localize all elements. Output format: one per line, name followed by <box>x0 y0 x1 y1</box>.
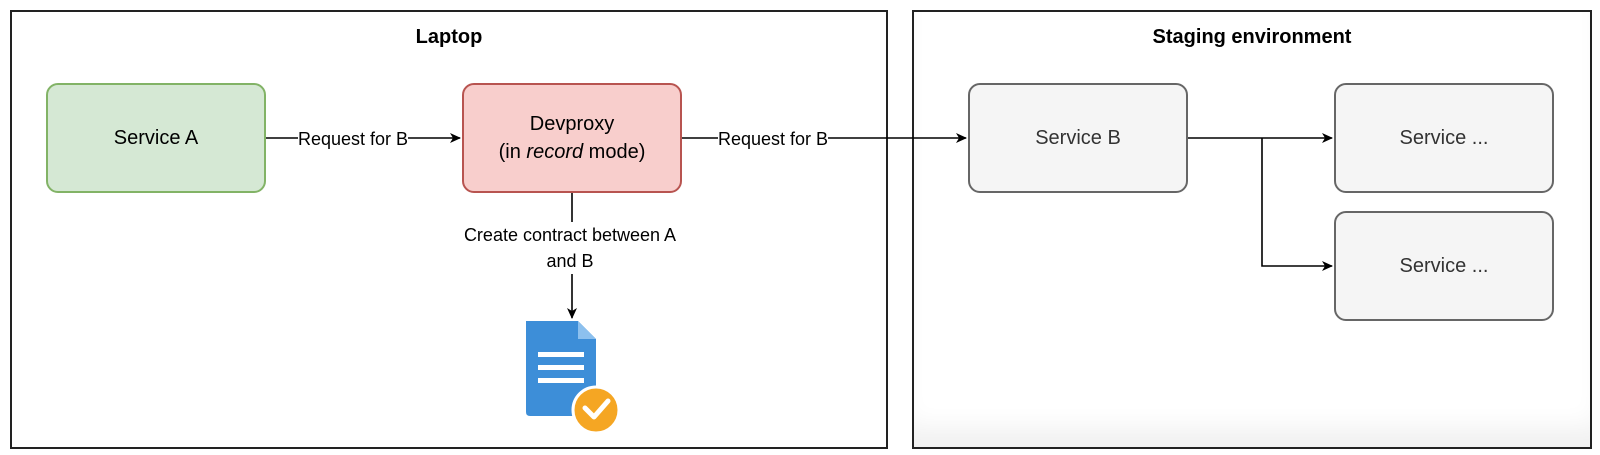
document-check-icon <box>526 321 621 435</box>
edge-b-to-service-2 <box>1261 138 1333 271</box>
edge-label-contract: Create contract between A and B <box>450 222 690 274</box>
laptop-panel-title: Laptop <box>415 26 483 48</box>
service-downstream-node-2: Service ... <box>1334 211 1554 321</box>
service-downstream-node-1: Service ... <box>1334 83 1554 193</box>
edge-label-request-a: Request for B <box>298 128 409 150</box>
staging-panel-title: Staging environment <box>1152 26 1352 48</box>
service-downstream-label-2: Service ... <box>1399 255 1489 277</box>
service-b-node: Service B <box>968 83 1188 193</box>
service-b-label: Service B <box>1035 127 1121 149</box>
service-a-label: Service A <box>113 127 199 149</box>
devproxy-mode-label: (in record mode) <box>498 141 646 163</box>
service-a-node: Service A <box>46 83 266 193</box>
edge-label-request-b: Request for B <box>718 128 829 150</box>
service-downstream-label-1: Service ... <box>1399 127 1489 149</box>
devproxy-node: Devproxy (in record mode) <box>462 83 682 193</box>
devproxy-label: Devproxy <box>529 113 615 135</box>
